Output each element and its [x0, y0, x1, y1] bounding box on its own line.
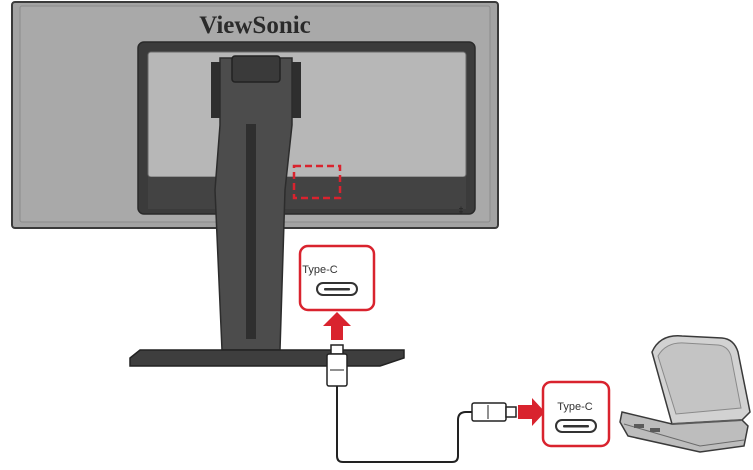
- arrow-up-icon: [323, 312, 351, 340]
- laptop-icon: [619, 335, 751, 453]
- stand-handle: [231, 55, 281, 83]
- laptop-usb-c-port-inner: [563, 425, 589, 428]
- monitor-port-strip: [148, 177, 466, 209]
- stand-bracket-left: [211, 62, 221, 118]
- monitor-brand-logo: ViewSonic: [199, 12, 311, 39]
- usb-c-cable: [326, 344, 517, 463]
- laptop-typec-callout: Type-C: [541, 380, 611, 448]
- laptop-typec-box: [541, 380, 611, 448]
- usb-c-port-inner: [324, 288, 350, 291]
- stand-bracket-right: [291, 62, 301, 118]
- monitor-typec-label: Type-C: [302, 264, 338, 276]
- arrow-right-icon: [518, 398, 545, 426]
- monitor-mount-area: [147, 51, 467, 178]
- monitor-typec-callout: Type-C: [298, 244, 376, 312]
- cable-connector-top-tip: [330, 344, 344, 355]
- monitor-stand: [129, 55, 405, 367]
- cable-connector-right-body: [471, 402, 507, 422]
- laptop-typec-label: Type-C: [557, 401, 593, 413]
- monitor-typec-box: [298, 244, 376, 312]
- monitor-port-highlight: [292, 164, 342, 200]
- stand-base: [129, 349, 405, 367]
- cable-connector-right-tip: [505, 406, 517, 418]
- cable-wire: [336, 386, 472, 463]
- kensington-lock-mark: ‡: [458, 205, 463, 215]
- stand-groove: [246, 124, 256, 339]
